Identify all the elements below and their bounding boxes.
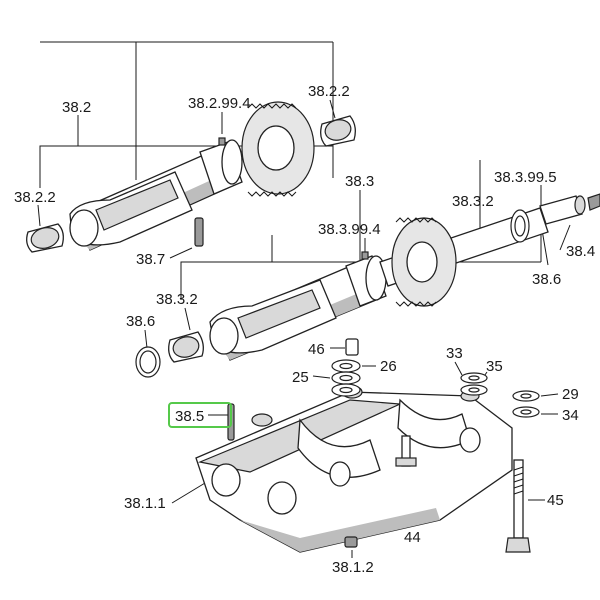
- label-38-2[interactable]: 38.2: [62, 99, 91, 116]
- small-parts: [331, 338, 540, 553]
- label-38-2-2-left[interactable]: 38.2.2: [14, 189, 56, 206]
- label-38-1-2[interactable]: 38.1.2: [332, 559, 374, 576]
- label-38-7[interactable]: 38.7: [136, 251, 165, 268]
- label-38-1-1[interactable]: 38.1.1: [124, 495, 166, 512]
- label-38-3-2-left[interactable]: 38.3.2: [156, 291, 198, 308]
- label-38-3-99-4[interactable]: 38.3.99.4: [318, 221, 381, 238]
- label-38-4[interactable]: 38.4: [566, 243, 595, 260]
- label-35[interactable]: 35: [486, 358, 503, 375]
- label-38-5[interactable]: 38.5: [175, 408, 204, 425]
- label-38-3[interactable]: 38.3: [345, 173, 374, 190]
- label-38-2-99-4[interactable]: 38.2.99.4: [188, 95, 251, 112]
- highlight-box: [168, 402, 232, 428]
- camshaft-lower: [135, 193, 600, 378]
- label-33[interactable]: 33: [446, 345, 463, 362]
- label-46[interactable]: 46: [308, 341, 325, 358]
- label-45[interactable]: 45: [547, 492, 564, 509]
- label-29[interactable]: 29: [562, 386, 579, 403]
- housing: [195, 385, 513, 553]
- label-26[interactable]: 26: [380, 358, 397, 375]
- label-44[interactable]: 44: [404, 529, 421, 546]
- label-38-3-99-5[interactable]: 38.3.99.5: [494, 169, 557, 186]
- label-38-2-2-top[interactable]: 38.2.2: [308, 83, 350, 100]
- label-38-6-left[interactable]: 38.6: [126, 313, 155, 330]
- label-34[interactable]: 34: [562, 407, 579, 424]
- label-38-3-2-right[interactable]: 38.3.2: [452, 193, 494, 210]
- gear-lower: [391, 217, 457, 307]
- camshaft-upper: [26, 101, 356, 253]
- gear-upper: [241, 101, 315, 197]
- label-25[interactable]: 25: [292, 369, 309, 386]
- callout-labels: 38.2 38.2.99.4 38.2.2 38.2.2 38.3 38.3.9…: [14, 83, 595, 576]
- label-38-6-right[interactable]: 38.6: [532, 271, 561, 288]
